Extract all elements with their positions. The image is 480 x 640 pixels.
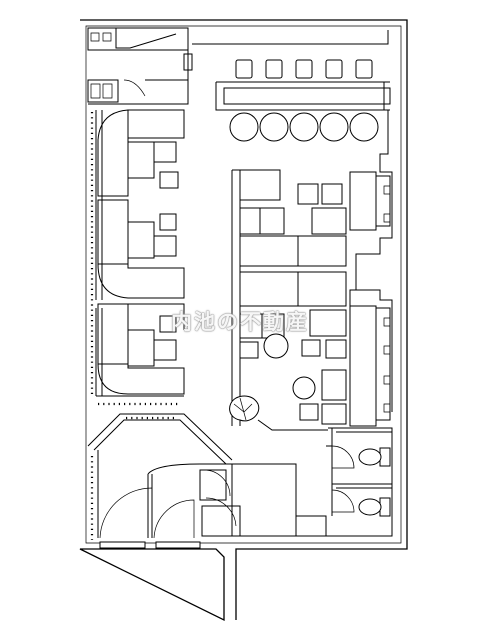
right-booths [350, 110, 392, 426]
toilet-icon [359, 448, 390, 466]
restrooms [326, 428, 392, 536]
left-booth-3 [98, 304, 184, 394]
bar-stool-row [230, 60, 378, 141]
center-booths [232, 170, 346, 426]
service-rooms [200, 464, 326, 536]
bar-counter [216, 82, 390, 110]
entrance-vestibule [88, 414, 232, 548]
toilet-icon [359, 498, 390, 516]
kitchen-area [88, 28, 192, 104]
plant-icon [230, 396, 328, 430]
left-booth-2 [98, 200, 184, 298]
outer-wall [80, 20, 407, 620]
left-booth-1 [98, 110, 184, 196]
